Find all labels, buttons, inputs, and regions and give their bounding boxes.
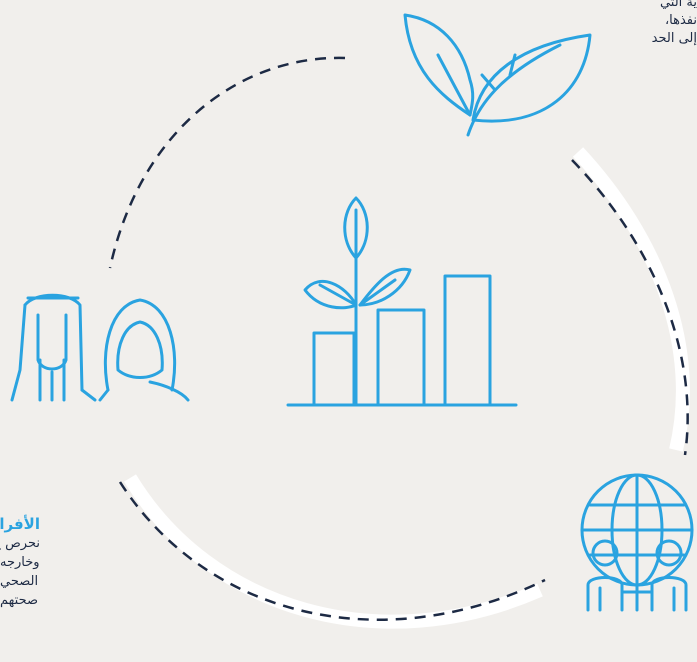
text-line: نفذها، bbox=[664, 13, 697, 28]
people-description: نحرص ع وخارجه الصحي صحتهم bbox=[0, 534, 40, 610]
globe-community-icon bbox=[580, 473, 694, 612]
people-section: الأفراد نحرص ع وخارجه الصحي صحتهم bbox=[0, 514, 40, 610]
people-title: الأفراد bbox=[0, 515, 40, 533]
text-line: وخارجه bbox=[0, 555, 40, 570]
text-line: إلى الحد bbox=[651, 31, 697, 46]
leaf-icon bbox=[403, 13, 592, 137]
text-line: صحتهم bbox=[0, 593, 38, 608]
dashed-arc-right bbox=[571, 159, 689, 456]
text-line: الصحي bbox=[0, 574, 39, 589]
top-right-text: ية التي نفذها، إلى الحد bbox=[557, 0, 697, 48]
text-line: ية التي bbox=[659, 0, 697, 10]
text-line: نحرص ع bbox=[0, 536, 40, 551]
dashed-arc-top-left bbox=[108, 56, 346, 269]
white-arc-bottom bbox=[124, 474, 543, 629]
people-icon bbox=[10, 293, 190, 402]
white-arc-right bbox=[572, 147, 690, 452]
dashed-arc-bottom bbox=[118, 481, 546, 621]
growth-chart-icon bbox=[286, 196, 518, 407]
